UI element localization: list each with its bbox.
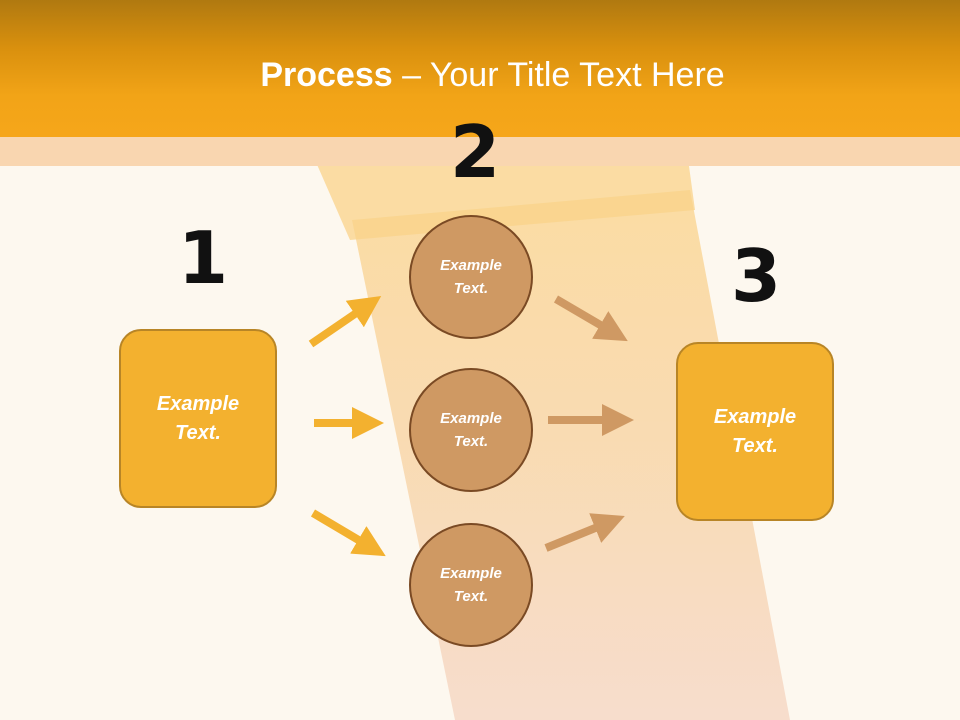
step-2-circle-top-text: Example Text. [440, 257, 502, 297]
title-bar-band [0, 137, 960, 166]
step-2-circle-top: Example Text. [409, 215, 533, 339]
slide-title: Process – Your Title Text Here [0, 54, 960, 96]
title-rest: – Your Title Text Here [392, 56, 725, 94]
step-2-circle-bottom-text: Example Text. [440, 565, 502, 605]
step-2-circle-bottom: Example Text. [409, 523, 533, 647]
step-number-1: 1 [178, 216, 229, 300]
step-1-box: Example Text. [119, 329, 277, 508]
step-3-box: Example Text. [676, 342, 834, 521]
arrow-2a-to-3 [553, 295, 628, 342]
step-number-3: 3 [731, 234, 782, 318]
title-bar [0, 0, 960, 137]
arrow-1-to-2a [308, 295, 382, 348]
step-number-2: 2 [450, 110, 501, 194]
arrow-1-to-2c [310, 509, 386, 557]
title-bold: Process [260, 56, 393, 94]
step-3-text: Example Text. [713, 405, 797, 457]
step-2-circle-middle: Example Text. [409, 368, 533, 492]
step-2-circle-middle-text: Example Text. [440, 410, 502, 450]
step-1-text: Example Text. [156, 392, 240, 444]
arrow-2c-to-3 [544, 513, 625, 552]
